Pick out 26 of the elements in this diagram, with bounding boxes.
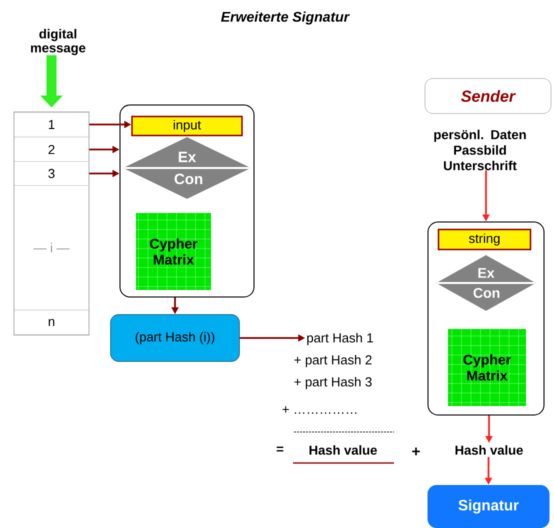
cypher-matrix: Cypher Matrix (136, 213, 211, 290)
table-cell: 3 (14, 161, 90, 186)
sum-line: + …………… (282, 406, 356, 414)
sum-line: + part Hash 3 (294, 376, 372, 390)
processor-box (428, 222, 544, 416)
table-cell: 2 (14, 137, 90, 162)
input-box: input (131, 116, 243, 136)
table-cell: — i — (14, 185, 90, 310)
hash-value-text: Hash value (310, 445, 377, 455)
cypher-matrix: Cypher Matrix (448, 329, 526, 406)
signatur-box: Signatur (428, 485, 550, 528)
table-cell: 1 (14, 112, 90, 137)
title: Erweiterte Signatur (221, 11, 350, 25)
sum-line: part Hash 1 (307, 332, 373, 346)
hash-value-text: Hash value (456, 445, 523, 455)
message-table (14, 112, 90, 336)
processor-box (120, 104, 254, 298)
string-box: string (438, 228, 532, 250)
sum-line: + part Hash 2 (294, 354, 372, 368)
sender-box: Sender (424, 78, 552, 114)
operator: + (412, 448, 420, 456)
data-text: persönl. Daten Passbild Unterschrift (434, 130, 526, 170)
table-cell: n (14, 310, 90, 335)
caption-text: digital message (31, 28, 86, 56)
hash-box: (part Hash (i)) (110, 314, 240, 362)
operator: = (276, 446, 284, 452)
